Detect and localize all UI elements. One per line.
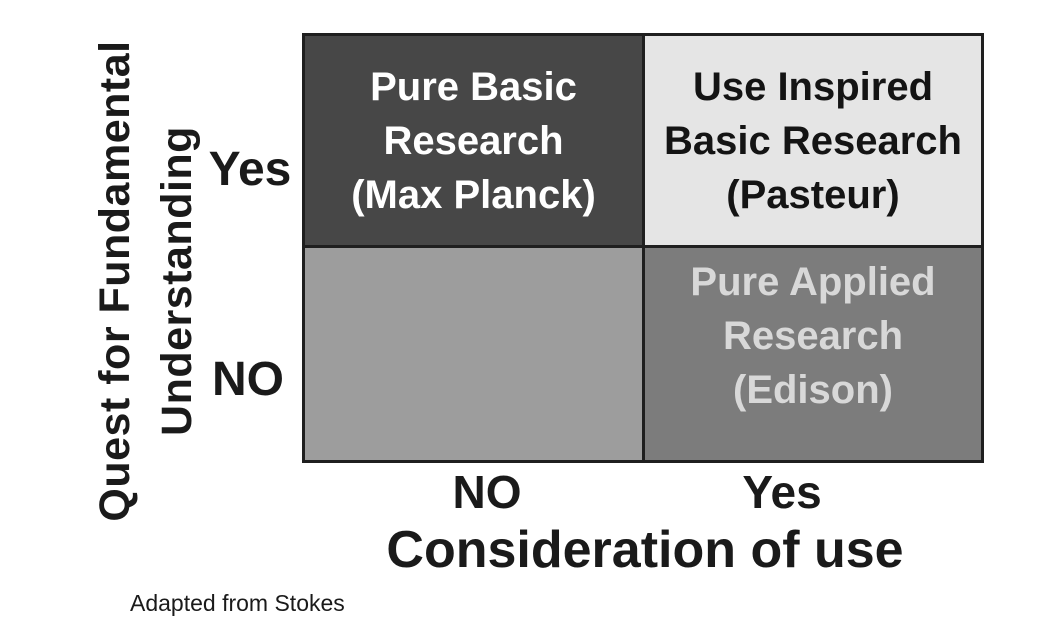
quadrant-line: (Edison)	[733, 368, 893, 412]
quadrant-line: Pure Applied	[690, 260, 936, 304]
x-tick-no: NO	[452, 466, 522, 518]
quadrant-line: (Pasteur)	[726, 172, 900, 217]
quadrant-pure-basic-research: Pure Basic Research (Max Planck)	[305, 36, 645, 248]
y-tick-yes: Yes	[208, 143, 292, 196]
quadrant-line: Use Inspired	[692, 64, 934, 109]
quadrant-pure-applied-research: Pure Applied Research (Edison)	[645, 248, 981, 460]
x-tick-yes: Yes	[742, 466, 822, 518]
y-axis-title-line2: Understanding	[153, 126, 201, 436]
y-tick-no: NO	[212, 353, 284, 406]
quadrant-use-inspired-basic-research: Use Inspired Basic Research (Pasteur)	[645, 36, 981, 248]
quadrant-line: Research	[383, 118, 564, 163]
quadrant-line: Research	[722, 314, 904, 358]
quadrant-line: Pure Basic	[370, 64, 577, 109]
quadrant-grid: Pure Basic Research (Max Planck) Use Ins…	[302, 33, 984, 463]
y-axis-title-line1: Quest for Fundamental	[91, 40, 139, 522]
quadrant-empty	[305, 248, 645, 460]
x-axis-title: Consideration of use	[386, 521, 904, 579]
quadrant-line: Basic Research	[664, 118, 962, 163]
quadrant-line: (Max Planck)	[351, 172, 596, 217]
y-axis-title: Quest for Fundamental Understanding	[84, 40, 208, 521]
credit-text: Adapted from Stokes	[130, 590, 345, 616]
